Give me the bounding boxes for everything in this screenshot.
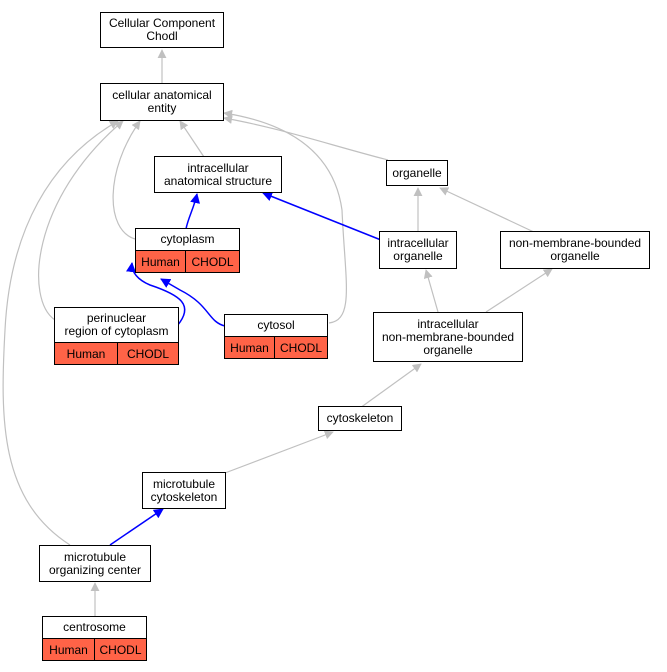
tag-human: Human [43,639,95,660]
edge-cytosol-to-cae [223,109,347,324]
edge-perinuclear-to-cae [38,120,124,321]
node-intracellular-anatomical-structure[interactable]: intracellular anatomical structure [154,156,282,193]
edge-cytoskeleton-to-inmb [359,363,422,409]
node-cytoplasm-tags: Human CHODL [136,250,239,272]
node-centrosome-label: centrosome [63,620,126,634]
node-non-membrane-bounded-organelle[interactable]: non-membrane-bounded organelle [500,231,650,269]
edge-mtcytoskeleton-to-cytoskeleton [224,430,334,474]
tag-human: Human [55,343,118,364]
node-perinuclear-region[interactable]: perinuclear region of cytoplasm Human CH… [54,307,179,365]
node-perinuclear-label: perinuclear region of cytoplasm [64,311,169,338]
node-cellular-component-chodl[interactable]: Cellular Component Chodl [100,12,224,48]
node-cellular-anatomical-entity[interactable]: cellular anatomical entity [100,83,224,121]
edge-mtoc-to-cae [2,120,119,546]
tag-human: Human [136,251,186,272]
edge-intorganelle-partof-ias [262,191,382,241]
edge-inmb-to-intorganelle [423,269,439,313]
node-cytoplasm-label: cytoplasm [160,232,215,246]
tag-chodl: CHODL [118,343,178,364]
node-cytoskeleton[interactable]: cytoskeleton [318,406,402,431]
node-cytosol-label: cytosol [257,318,295,332]
node-organelle[interactable]: organelle [386,160,448,186]
node-cytosol[interactable]: cytosol Human CHODL [224,314,328,359]
tag-human: Human [225,337,275,358]
edge-nmb-to-organelle [439,187,537,234]
node-centrosome[interactable]: centrosome Human CHODL [42,616,147,661]
edge-inmb-to-nmb [485,268,553,313]
tag-chodl: CHODL [95,639,146,660]
edge-cytoplasm-to-cae [112,120,141,240]
tag-chodl: CHODL [275,337,327,358]
node-cytosol-tags: Human CHODL [225,336,327,358]
edge-cytoplasm-partof-ias [185,193,201,230]
edge-mtoc-partof-mtcytoskeleton [109,508,164,546]
edge-cytosol-partof-cytoplasm [160,278,226,327]
node-perinuclear-tags: Human CHODL [55,342,178,364]
node-cytoplasm[interactable]: cytoplasm Human CHODL [135,228,240,273]
edge-perinuclear-partof-cytoplasm [126,262,186,327]
node-microtubule-cytoskeleton[interactable]: microtubule cytoskeleton [142,472,226,509]
tag-chodl: CHODL [186,251,239,272]
node-intracellular-nmb-organelle[interactable]: intracellular non-membrane-bounded organ… [373,312,523,362]
node-microtubule-organizing-center[interactable]: microtubule organizing center [39,545,151,582]
edge-ias-to-cae [179,120,205,158]
node-intracellular-organelle[interactable]: intracellular organelle [379,231,457,269]
edge-organelle-to-cae [223,114,389,161]
node-centrosome-tags: Human CHODL [43,638,146,660]
